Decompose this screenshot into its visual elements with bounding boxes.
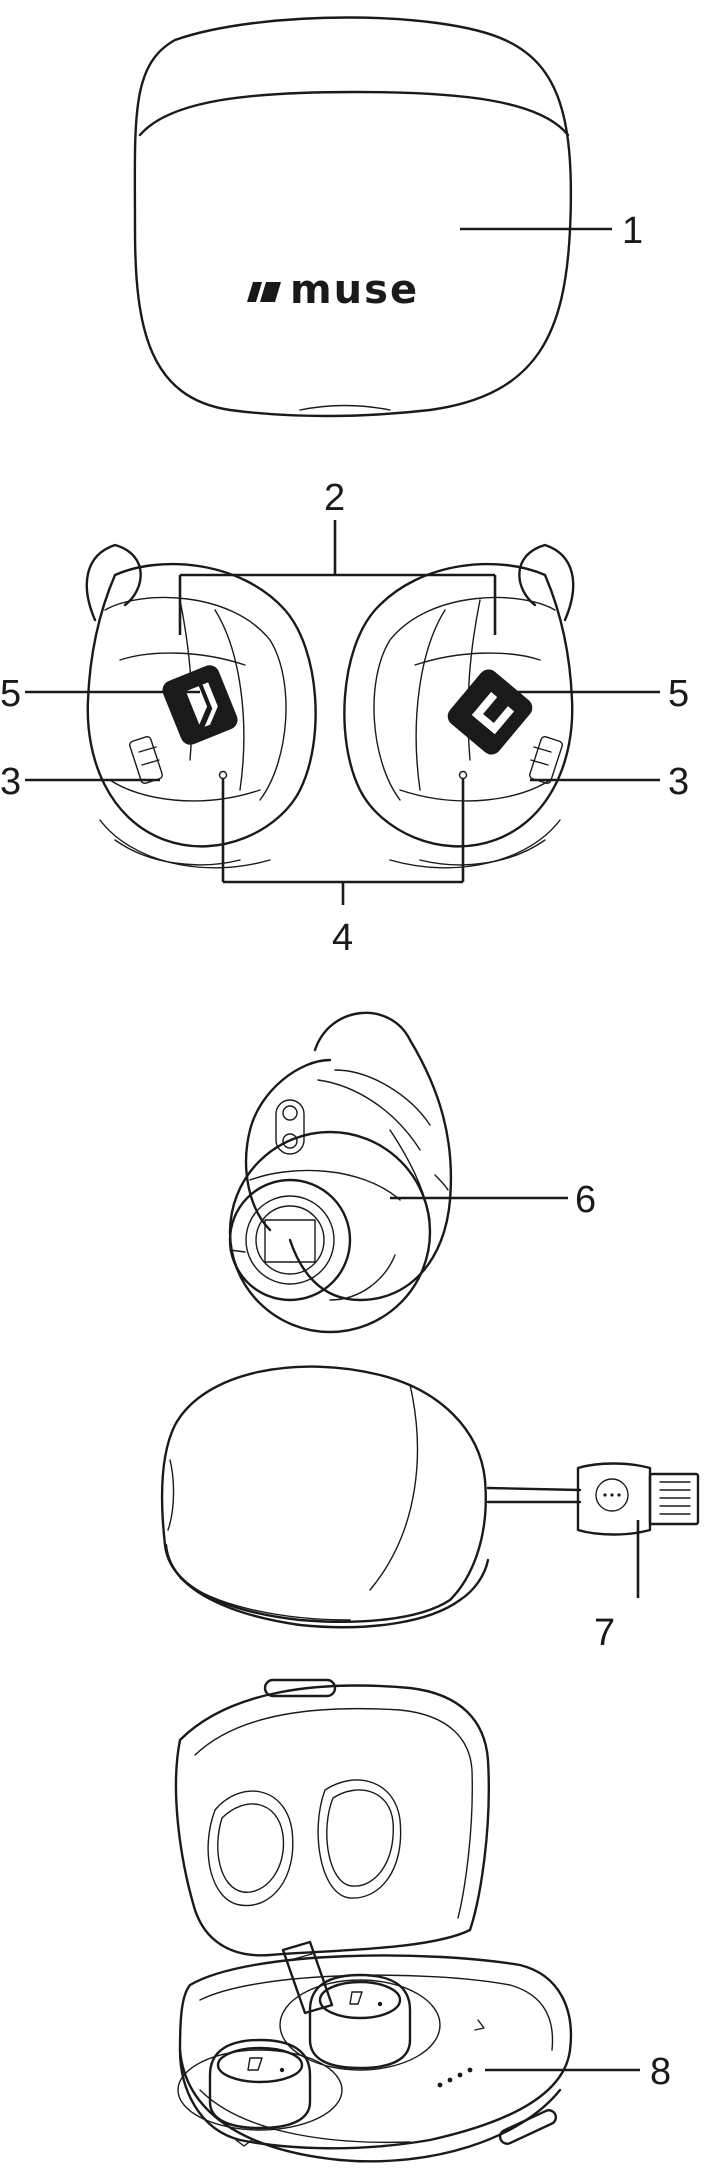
earbuds-front-figure: 2 5 5 3 3 4	[0, 477, 689, 959]
callout-6: 6	[575, 1179, 596, 1221]
callout-5-right: 5	[668, 673, 689, 715]
case-with-cable-figure: 7	[162, 1367, 698, 1654]
muse-logo-text: muse	[290, 267, 419, 313]
callout-5-left: 5	[0, 673, 21, 715]
muse-logo: muse	[247, 267, 419, 313]
callout-7: 7	[594, 1612, 615, 1654]
callout-1: 1	[622, 210, 643, 252]
callout-3-left: 3	[0, 761, 21, 803]
closed-case-figure: muse 1	[135, 18, 643, 417]
earbud-side-figure: 6	[230, 1013, 596, 1332]
callout-4: 4	[332, 917, 353, 959]
right-earbud	[344, 545, 573, 868]
left-earbud	[87, 545, 316, 868]
callout-2: 2	[324, 477, 345, 519]
callout-8: 8	[650, 2051, 671, 2093]
open-case-figure: 8	[176, 1680, 671, 2161]
callout-3-right: 3	[668, 761, 689, 803]
